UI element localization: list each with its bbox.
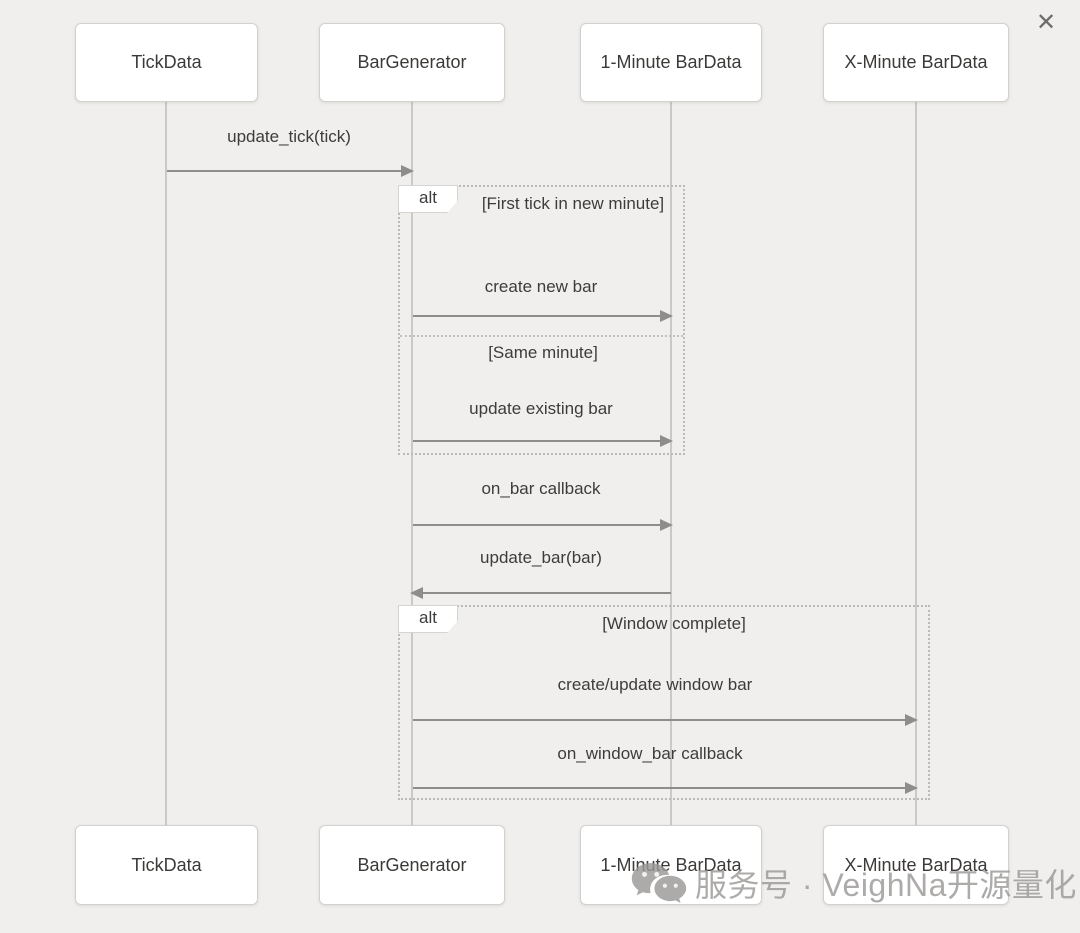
actor-top-bargenerator: BarGenerator [319,23,505,102]
message-label-update-bar: update_bar(bar) [480,548,602,567]
actor-label: 1-Minute BarData [600,52,742,72]
message-label-on-bar-callback: on_bar callback [481,479,601,498]
lifeline-tickdata [165,102,167,825]
message-arrow-create-new-bar [413,310,673,322]
actor-label: X-Minute BarData [844,854,988,875]
message-label-create-new-bar: create new bar [484,277,598,296]
alt-fragment-window: alt [Window complete] [398,605,930,800]
actor-label: BarGenerator [357,854,467,875]
alt-operator-label: alt [398,605,458,633]
actor-label: TickData [131,52,202,72]
message-label-create-update-window-bar: create/update window bar [557,675,753,694]
actor-top-xmin-bardata: X-Minute BarData [823,23,1009,102]
actor-bottom-1min-bardata: 1-Minute BarData [580,825,762,905]
message-arrow-update-tick [167,165,414,177]
actor-label: BarGenerator [357,52,467,72]
message-arrow-update-bar [410,587,671,599]
actor-label: 1-Minute BarData [600,854,742,875]
actor-label: TickData [131,854,202,875]
actor-bottom-bargenerator: BarGenerator [319,825,505,905]
message-arrow-create-update-window-bar [413,714,918,726]
message-arrow-update-existing-bar [413,435,673,447]
lifeline-1min-bardata [670,102,672,825]
message-arrow-on-window-bar-callback [413,782,918,794]
actor-bottom-tickdata: TickData [75,825,258,905]
fragment-divider [400,335,683,337]
message-label-update-existing-bar: update existing bar [469,399,613,418]
alt-operator-label: alt [398,185,458,213]
guard-same-minute: [Same minute] [488,343,598,362]
alt-fragment-minute: alt [First tick in new minute] [Same min… [398,185,685,455]
actor-top-tickdata: TickData [75,23,258,102]
lifeline-bargenerator [411,102,413,825]
message-label-update-tick: update_tick(tick) [227,127,351,146]
guard-first-tick-in-new-minute: [First tick in new minute] [481,194,665,213]
message-label-on-window-bar-callback: on_window_bar callback [557,744,743,763]
close-icon[interactable]: ✕ [1036,9,1057,36]
message-arrow-on-bar-callback [413,519,673,531]
guard-window-complete: [Window complete] [602,614,746,633]
lifeline-xmin-bardata [915,102,917,825]
actor-bottom-xmin-bardata: X-Minute BarData [823,825,1009,905]
actor-label: X-Minute BarData [844,52,988,72]
actor-top-1min-bardata: 1-Minute BarData [580,23,762,102]
